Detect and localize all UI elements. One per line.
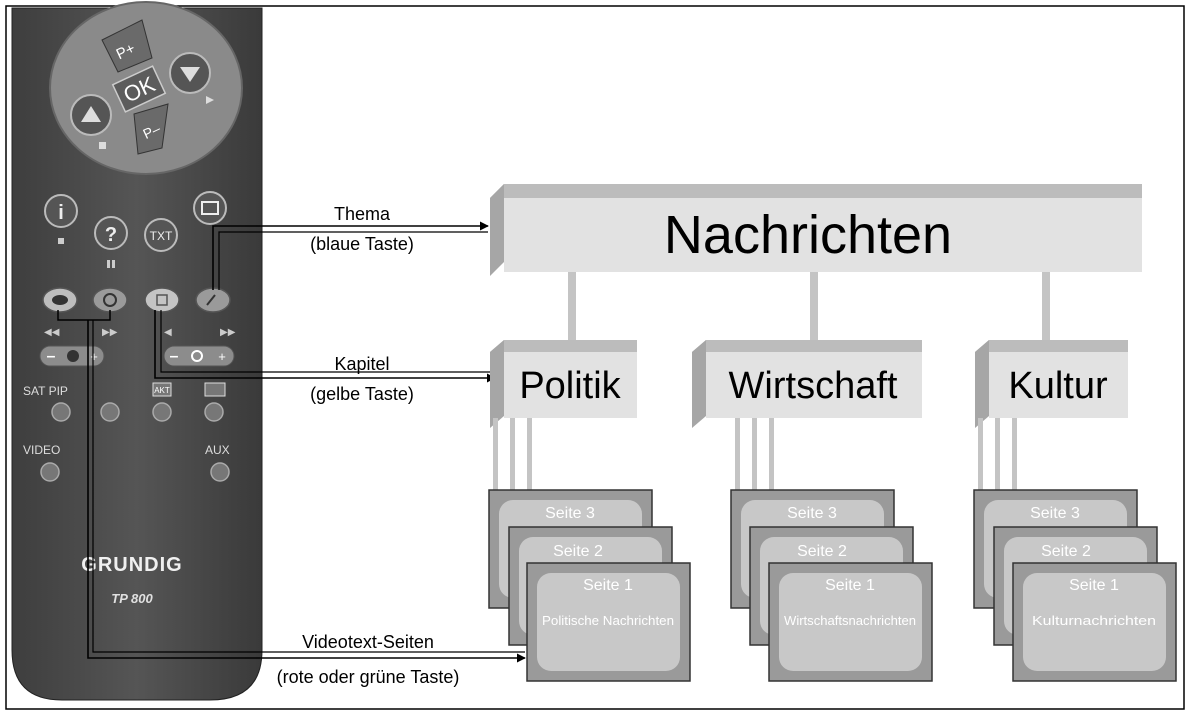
volume-rocker[interactable]: – + bbox=[39, 345, 105, 367]
chapter-title-wirtschaft: Wirtschaft bbox=[729, 365, 898, 407]
page-kultur-3-label: Seite 3 bbox=[1030, 505, 1080, 522]
page-wirtschaft-1-label: Seite 1 bbox=[825, 577, 875, 594]
page-politik-1-caption: Politische Nachrichten bbox=[542, 613, 674, 628]
sat-button[interactable] bbox=[51, 402, 71, 422]
video-label: VIDEO bbox=[23, 443, 60, 457]
pip-swap-button[interactable] bbox=[204, 402, 224, 422]
page-politik-3-label: Seite 3 bbox=[545, 505, 595, 522]
video-button[interactable] bbox=[40, 462, 60, 482]
screen-button[interactable] bbox=[193, 191, 227, 225]
topic-title: Nachrichten bbox=[664, 205, 952, 265]
akt-badge bbox=[152, 382, 172, 397]
model-label: TP 800 bbox=[111, 591, 153, 606]
kapitel-arrow-double bbox=[160, 310, 495, 373]
txt-label: TXT bbox=[150, 229, 173, 243]
aux-label: AUX bbox=[205, 443, 230, 457]
kapitel-subtitle: (gelbe Taste) bbox=[310, 384, 414, 404]
page-politik-1: Seite 1 Politische Nachrichten bbox=[526, 562, 691, 682]
kapitel-arrow bbox=[154, 310, 496, 383]
page-wirtschaft-2-label: Seite 2 bbox=[797, 543, 847, 560]
pip-button[interactable] bbox=[100, 402, 120, 422]
page-politik-1-label: Seite 1 bbox=[583, 577, 633, 594]
red-green-bracket bbox=[57, 310, 111, 321]
page-stack-politik: Seite 3 Seite 2 Seite 1 Politische Nachr… bbox=[488, 489, 691, 682]
top-box-posts bbox=[568, 270, 1050, 340]
chapter-box-wirtschaft: Wirtschaft bbox=[692, 340, 922, 428]
videotext-title: Videotext-Seiten bbox=[302, 632, 434, 652]
dot-icon bbox=[58, 238, 64, 244]
info-label: i bbox=[58, 202, 64, 224]
brand-logo: GRUNDIG bbox=[81, 554, 182, 576]
page-wirtschaft-1-caption: Wirtschaftsnachrichten bbox=[784, 613, 916, 628]
dpad-right-button[interactable] bbox=[169, 52, 214, 104]
slash-icon bbox=[206, 294, 216, 306]
sun-icon bbox=[191, 350, 203, 362]
red-button[interactable] bbox=[42, 287, 78, 313]
thema-title: Thema bbox=[334, 204, 391, 224]
videotext-arrow-double bbox=[92, 320, 525, 653]
page-wirtschaft-3-label: Seite 3 bbox=[787, 505, 837, 522]
brightness-plus-label: + bbox=[218, 349, 226, 364]
remote-control: P+ OK P– i ? bbox=[11, 1, 263, 701]
kapitel-title: Kapitel bbox=[334, 354, 389, 374]
akt-button[interactable] bbox=[152, 402, 172, 422]
videotext-subtitle: (rote oder grüne Taste) bbox=[277, 667, 460, 687]
chapter-box-kultur: Kultur bbox=[975, 340, 1128, 428]
p-minus-button[interactable]: P– bbox=[133, 103, 169, 155]
page-politik-2-label: Seite 2 bbox=[553, 543, 603, 560]
yellow-button[interactable] bbox=[144, 287, 180, 313]
p-plus-label: P+ bbox=[114, 40, 138, 63]
txt-button[interactable]: TXT bbox=[144, 218, 178, 252]
chapter-title-kultur: Kultur bbox=[1008, 365, 1108, 407]
blue-button[interactable] bbox=[195, 287, 231, 313]
triangle-down-icon bbox=[180, 67, 200, 82]
volume-minus-label: – bbox=[47, 348, 56, 365]
clock-icon bbox=[103, 293, 117, 307]
page-stack-wirtschaft: Seite 3 Seite 2 Seite 1 Wirtschaftsnachr… bbox=[730, 489, 933, 682]
brightness-rocker[interactable]: – + bbox=[163, 345, 235, 367]
eye-icon bbox=[52, 295, 68, 305]
page-wirtschaft-1: Seite 1 Wirtschaftsnachrichten bbox=[768, 562, 933, 682]
page-kultur-1: Seite 1 Kulturnachrichten bbox=[1012, 562, 1177, 682]
page-icon bbox=[156, 294, 168, 306]
rewind-icon: ◀◀ bbox=[44, 327, 60, 338]
brightness-minus-label: – bbox=[170, 348, 179, 365]
dpad-left-button[interactable] bbox=[70, 94, 112, 149]
videotext-arrow bbox=[87, 320, 526, 663]
connectors bbox=[57, 221, 526, 663]
skip-back-icon: ◀ bbox=[164, 327, 172, 338]
green-button[interactable] bbox=[92, 287, 128, 313]
thema-arrow-double bbox=[218, 231, 488, 290]
page-kultur-2-label: Seite 2 bbox=[1041, 543, 1091, 560]
speaker-icon bbox=[67, 350, 79, 362]
help-button[interactable]: ? bbox=[94, 216, 128, 268]
p-plus-button[interactable]: P+ bbox=[101, 19, 153, 73]
stop-icon bbox=[99, 142, 106, 149]
screen-icon bbox=[201, 201, 219, 215]
play-icon bbox=[206, 96, 214, 104]
p-minus-label: P– bbox=[140, 120, 162, 142]
page-kultur-1-caption: Kulturnachrichten bbox=[1032, 613, 1156, 628]
page-stack-kultur: Seite 3 Seite 2 Seite 1 Kulturnachrichte… bbox=[973, 489, 1177, 682]
akt-label: AKT bbox=[154, 386, 170, 395]
chapter-box-politik: Politik bbox=[490, 340, 637, 428]
sat-pip-label: SAT PIP bbox=[23, 384, 68, 398]
chapter-title-politik: Politik bbox=[519, 365, 621, 407]
thema-arrow bbox=[212, 221, 489, 290]
info-button[interactable]: i bbox=[44, 194, 78, 244]
help-label: ? bbox=[105, 224, 117, 246]
page-kultur-1-label: Seite 1 bbox=[1069, 577, 1119, 594]
pause-icon bbox=[107, 260, 110, 268]
pip-icon bbox=[204, 382, 226, 397]
triangle-up-icon bbox=[81, 106, 101, 122]
volume-plus-label: + bbox=[90, 349, 98, 364]
topic-box-nachrichten: Nachrichten bbox=[490, 184, 1142, 276]
skip-forward-icon: ▶▶ bbox=[220, 327, 236, 338]
thema-subtitle: (blaue Taste) bbox=[310, 234, 414, 254]
aux-button[interactable] bbox=[210, 462, 230, 482]
forward-icon: ▶▶ bbox=[102, 327, 118, 338]
diagram-frame bbox=[5, 5, 1185, 710]
